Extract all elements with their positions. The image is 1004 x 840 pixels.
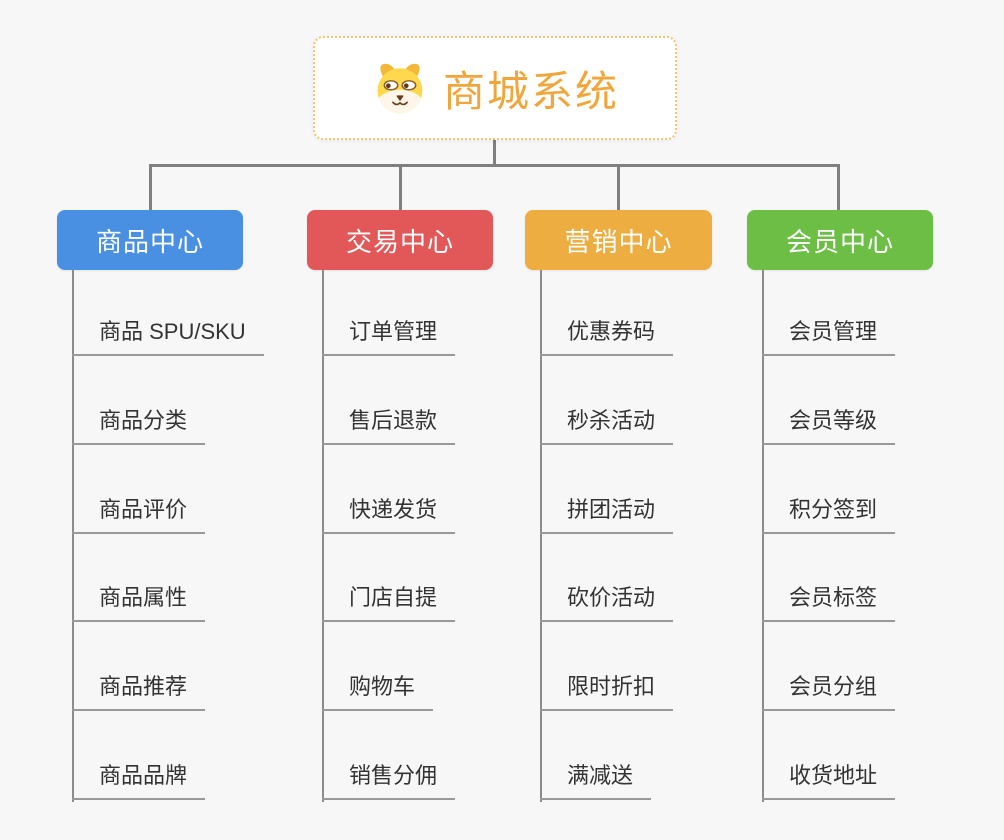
branch-label: 营销中心 <box>564 226 673 257</box>
leaf-node[interactable]: 砍价活动 <box>540 584 674 622</box>
connector-spine <box>540 270 542 802</box>
branch-label: 商品中心 <box>95 226 204 257</box>
branch-product-center[interactable]: 商品中心 <box>57 210 243 270</box>
leaf-node[interactable]: 秒杀活动 <box>540 407 674 445</box>
connector-spine <box>72 270 74 802</box>
leaf-node[interactable]: 拼团活动 <box>540 496 674 534</box>
leaf-node[interactable]: 积分签到 <box>762 496 896 534</box>
root-title: 商城系统 <box>442 67 619 115</box>
leaf-node[interactable]: 购物车 <box>322 673 434 711</box>
connector-drop-trade <box>399 164 402 211</box>
leaf-node[interactable]: 快递发货 <box>322 496 456 534</box>
dog-face-icon <box>371 62 429 114</box>
leaf-node[interactable]: 商品 SPU/SKU <box>72 318 264 356</box>
connector-spine <box>762 270 764 802</box>
connector-horizontal-bar <box>149 164 840 167</box>
connector-drop-marketing <box>617 164 620 211</box>
leaf-node[interactable]: 商品属性 <box>72 584 206 622</box>
leaf-node[interactable]: 商品评价 <box>72 496 206 534</box>
leaf-node[interactable]: 会员管理 <box>762 318 896 356</box>
leaf-node[interactable]: 商品推荐 <box>72 673 206 711</box>
leaf-node[interactable]: 会员分组 <box>762 673 896 711</box>
leaf-node[interactable]: 优惠券码 <box>540 318 674 356</box>
leaf-node[interactable]: 售后退款 <box>322 407 456 445</box>
leaf-node[interactable]: 商品分类 <box>72 407 206 445</box>
connector-drop-product <box>149 164 152 211</box>
root-node[interactable]: 商城系统 <box>313 36 677 140</box>
branch-trade-center[interactable]: 交易中心 <box>307 210 493 270</box>
leaf-node[interactable]: 收货地址 <box>762 762 896 800</box>
branch-label: 会员中心 <box>785 226 894 257</box>
branch-marketing-center[interactable]: 营销中心 <box>525 210 712 270</box>
leaf-node[interactable]: 门店自提 <box>322 584 456 622</box>
connector-spine <box>322 270 324 802</box>
leaf-node[interactable]: 商品品牌 <box>72 762 206 800</box>
leaf-node[interactable]: 满减送 <box>540 762 652 800</box>
branch-member-center[interactable]: 会员中心 <box>747 210 933 270</box>
leaf-node[interactable]: 会员等级 <box>762 407 896 445</box>
connector-drop-member <box>837 164 840 211</box>
connector-root-stub <box>493 139 496 166</box>
branch-label: 交易中心 <box>345 226 454 257</box>
leaf-node[interactable]: 订单管理 <box>322 318 456 356</box>
leaf-node[interactable]: 销售分佣 <box>322 762 456 800</box>
leaf-node[interactable]: 会员标签 <box>762 584 896 622</box>
leaf-node[interactable]: 限时折扣 <box>540 673 674 711</box>
